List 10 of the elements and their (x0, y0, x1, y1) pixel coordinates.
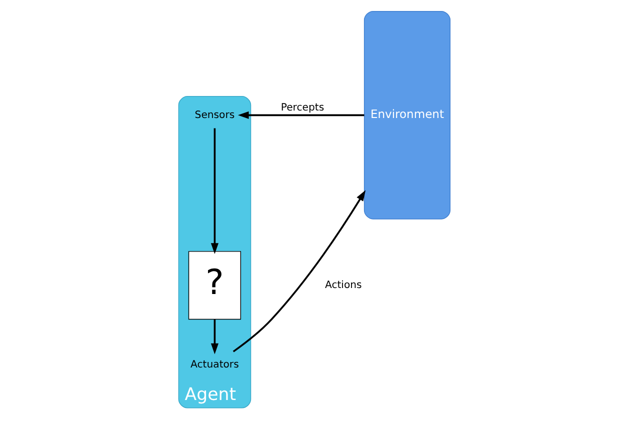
arrow (232, 190, 366, 352)
arrow (210, 319, 218, 354)
arrow (210, 128, 218, 254)
arrow (238, 111, 364, 119)
node-text: Sensors (194, 110, 235, 121)
edge-label: Percepts (280, 102, 324, 114)
node-box: ? (188, 251, 242, 320)
node-box: Environment (364, 10, 450, 220)
node-text: Actuators (190, 359, 239, 370)
edge-label: Actions (324, 280, 362, 291)
